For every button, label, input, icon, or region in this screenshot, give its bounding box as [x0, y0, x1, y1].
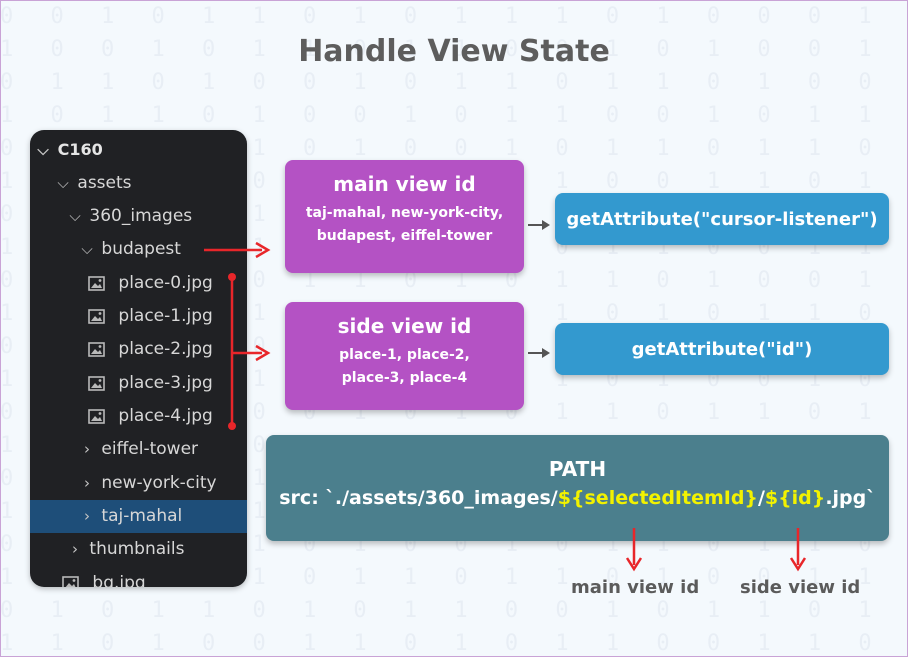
main-view-title: main view id	[333, 172, 476, 196]
image-file-icon	[88, 341, 105, 357]
tree-file-place-2[interactable]: place-2.jpg	[30, 333, 247, 366]
tree-label: place-0.jpg	[118, 273, 213, 293]
tree-label: place-2.jpg	[118, 339, 213, 359]
tree-file-place-1[interactable]: place-1.jpg	[30, 300, 247, 333]
side-view-id-caption: side view id	[740, 577, 861, 598]
chevron-right-icon: ›	[84, 474, 90, 492]
tree-file-place-4[interactable]: place-4.jpg	[30, 400, 247, 433]
main-view-id-caption: main view id	[571, 577, 700, 598]
path-prefix: src: `./assets/360_images/	[279, 487, 558, 509]
page-title: Handle View State	[298, 34, 610, 69]
side-view-title: side view id	[337, 314, 472, 338]
red-bracket-dot-bottom	[228, 422, 236, 430]
tree-label: place-3.jpg	[118, 373, 213, 393]
chevron-right-icon: ›	[84, 507, 90, 525]
grey-arrowhead	[542, 220, 550, 230]
tree-label: C160	[57, 140, 103, 159]
tree-root-c160[interactable]: ⌵ C160	[30, 133, 247, 166]
image-file-icon	[88, 408, 105, 424]
path-suffix: .jpg`	[825, 487, 876, 509]
tree-label: taj-mahal	[101, 506, 183, 526]
chevron-right-icon: ›	[72, 540, 78, 558]
side-view-line-2: place-3, place-4	[341, 370, 468, 386]
tree-folder-taj-mahal[interactable]: › taj-mahal	[30, 500, 247, 533]
red-arrowhead-down	[789, 557, 807, 572]
red-arrowhead-down	[625, 557, 643, 572]
tree-file-place-3[interactable]: place-3.jpg	[30, 367, 247, 400]
side-view-box: side view id place-1, place-2, place-3, …	[285, 302, 524, 410]
tree-folder-assets[interactable]: ⌵ assets	[30, 167, 247, 200]
path-slash: /	[757, 487, 765, 509]
id-attribute-box: getAttribute("id")	[555, 323, 889, 375]
id-attribute-label: getAttribute("id")	[631, 338, 813, 360]
selected-item-id-variable: ${selectedItemId}	[557, 487, 758, 509]
chevron-down-icon: ⌵	[37, 141, 49, 159]
grey-arrowhead	[542, 348, 550, 358]
tree-label: new-york-city	[101, 473, 217, 493]
tree-label: place-4.jpg	[118, 406, 213, 426]
tree-label: eiffel-tower	[101, 439, 199, 459]
path-box: PATH src: `./assets/360_images/${selecte…	[266, 435, 889, 541]
side-view-line-1: place-1, place-2,	[339, 347, 470, 363]
image-file-icon	[62, 575, 79, 587]
tree-folder-360-images[interactable]: ⌵ 360_images	[30, 200, 247, 233]
tree-label: place-1.jpg	[118, 306, 213, 326]
chevron-down-icon: ⌵	[81, 240, 93, 258]
tree-label: bg.jpg	[92, 573, 146, 587]
chevron-down-icon: ⌵	[69, 207, 81, 225]
path-title: PATH	[548, 457, 607, 481]
red-bracket-dot-top	[228, 273, 236, 281]
file-explorer: ⌵ C160 ⌵ assets ⌵ 360_images ⌵ budapest …	[30, 130, 247, 587]
image-file-icon	[88, 308, 105, 324]
cursor-listener-attribute-label: getAttribute("cursor-listener")	[566, 208, 878, 230]
red-arrowhead	[255, 241, 271, 259]
main-view-line-2: budapest, eiffel-tower	[316, 228, 493, 244]
id-variable: ${id}	[764, 487, 826, 509]
tree-label: thumbnails	[89, 539, 185, 559]
tree-label: assets	[77, 173, 132, 193]
image-file-icon	[88, 375, 105, 391]
tree-label: 360_images	[89, 206, 193, 226]
tree-file-place-0[interactable]: place-0.jpg	[30, 267, 247, 300]
tree-folder-budapest[interactable]: ⌵ budapest	[30, 233, 247, 266]
red-arrowhead	[255, 344, 271, 362]
tree-folder-eiffel-tower[interactable]: › eiffel-tower	[30, 433, 247, 466]
chevron-right-icon: ›	[84, 440, 90, 458]
cursor-listener-attribute-box: getAttribute("cursor-listener")	[555, 193, 889, 245]
main-view-box: main view id taj-mahal, new-york-city, b…	[285, 160, 524, 273]
tree-file-bg[interactable]: bg.jpg	[30, 567, 247, 587]
main-view-line-1: taj-mahal, new-york-city,	[305, 205, 504, 221]
image-file-icon	[88, 275, 105, 291]
tree-folder-thumbnails[interactable]: › thumbnails	[30, 533, 247, 566]
tree-folder-new-york-city[interactable]: › new-york-city	[30, 467, 247, 500]
chevron-down-icon: ⌵	[57, 174, 69, 192]
path-src-template: src: `./assets/360_images/${selectedItem…	[266, 487, 889, 509]
tree-label: budapest	[101, 239, 181, 259]
